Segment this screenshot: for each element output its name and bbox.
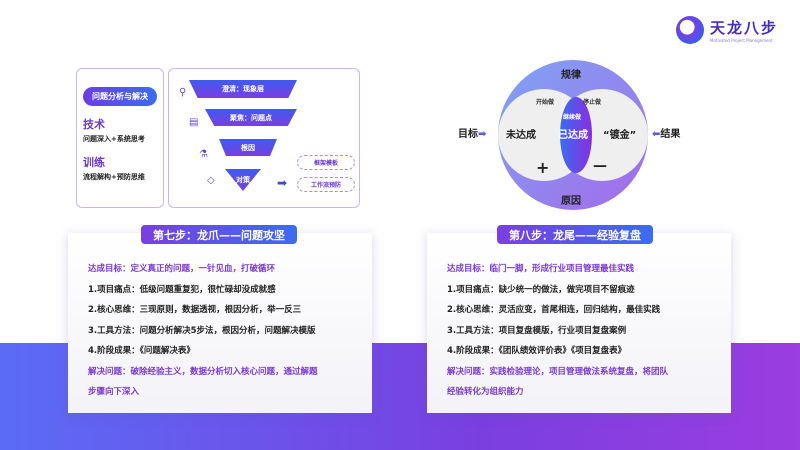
label-stop: 停止做 bbox=[583, 99, 602, 106]
funnel-tier: 对策 bbox=[225, 169, 261, 191]
brand-subtitle: Motivated Project Management bbox=[710, 38, 773, 43]
arrow-right-icon: ➡ bbox=[277, 176, 288, 190]
funnel-tag: 工作流预防 bbox=[297, 177, 355, 192]
card-line: 1.项目痛点：低级问题重复犯，很忙碌却没成就感 bbox=[88, 284, 276, 295]
label-achieved: 已达成 bbox=[558, 130, 588, 141]
funnel-tier: 聚焦：问题点 bbox=[205, 109, 297, 126]
result-text: 结果 bbox=[660, 129, 681, 140]
card-line: 2.核心思维：灵活应变，首尾相连，回归结构，最佳实践 bbox=[447, 305, 661, 315]
step7-title: 第七步：龙爪——问题攻坚 bbox=[141, 225, 297, 244]
step8-card: 达成目标：临门一脚，形成行业项目管理最佳实践 1.项目痛点：缺少统一的做法，做完… bbox=[427, 233, 731, 413]
card-line: 3.工具方法：问题分析解决5步法，根因分析，问题解决模版 bbox=[88, 325, 316, 336]
step8-title: 第八步：龙尾——经验复盘 bbox=[497, 225, 653, 244]
card-line: 达成目标：定义真正的问题，一针见血，打破循环 bbox=[88, 264, 276, 274]
label-gold-plating: “镀金” bbox=[603, 130, 637, 141]
step7-card: 达成目标：定义真正的问题，一针见血，打破循环 1.项目痛点：低级问题重复犯，很忙… bbox=[68, 233, 372, 413]
card-line: 1.项目痛点：缺少统一的做法，做完项目不留痕迹 bbox=[447, 284, 635, 295]
microscope-icon: ⚗ bbox=[199, 149, 208, 160]
training-heading: 训练 bbox=[83, 156, 105, 169]
topic-pill: 问题分析与解决 bbox=[83, 87, 157, 106]
brand-logo: 天龙八步 Motivated Project Management bbox=[676, 16, 778, 44]
label-start: 开始做 bbox=[536, 99, 555, 106]
telescope-icon: ⚲ bbox=[179, 87, 187, 98]
card-line: 步骤向下深入 bbox=[88, 387, 140, 397]
arrow-left-icon: ⬅ bbox=[652, 129, 661, 140]
label-goal: 目标➡ bbox=[458, 125, 486, 140]
funnel-tag: 框架模板 bbox=[297, 155, 355, 170]
brand-name: 天龙八步 bbox=[710, 19, 779, 37]
label-continue: 继续做 bbox=[563, 114, 582, 121]
card-line: 2.核心思维：三现原则，数据透视，根因分析，举一反三 bbox=[88, 305, 302, 315]
skill-desc: 问题深入+系统思考 bbox=[83, 135, 145, 143]
arrow-right-icon: ➡ bbox=[478, 129, 487, 140]
funnel-tier: 澄清：现象层 bbox=[189, 80, 297, 98]
label-top: 规律 bbox=[561, 70, 581, 81]
label-result: ⬅结果 bbox=[652, 125, 680, 140]
card-line: 达成目标：临门一脚，形成行业项目管理最佳实践 bbox=[447, 264, 635, 274]
map-icon: ▤ bbox=[189, 117, 199, 128]
funnel-diagram: 澄清：现象层 聚焦：问题点 根因 对策 ⚲ ▤ ⚗ ◇ ➡ 框架模板 工作流预防 bbox=[168, 68, 360, 208]
card-line: 4.阶段成果：《问题解决表》 bbox=[88, 346, 195, 356]
card-line: 3.工具方法：项目复盘模版，行业项目复盘案例 bbox=[447, 325, 627, 336]
label-bottom: 原因 bbox=[561, 196, 581, 207]
plus-sign: + bbox=[536, 158, 550, 177]
card-line: 4.阶段成果：《团队绩效评价表》《项目复盘表》 bbox=[447, 346, 627, 356]
minus-sign: — bbox=[593, 158, 607, 174]
training-desc: 流程解构+预防思维 bbox=[83, 173, 145, 181]
venn-intersection bbox=[560, 97, 592, 173]
skill-panel: 问题分析与解决 技术 问题深入+系统思考 训练 流程解构+预防思维 bbox=[76, 68, 164, 208]
dragon-logo-icon bbox=[676, 16, 704, 44]
card-line: 解决问题：实践检验理论，项目管理做法系统复盘，将团队 bbox=[447, 366, 669, 377]
funnel-tier: 根因 bbox=[219, 139, 277, 156]
label-not-achieved: 未达成 bbox=[506, 130, 536, 141]
diamond-icon: ◇ bbox=[207, 175, 215, 186]
card-line: 经验转化为组织能力 bbox=[447, 387, 524, 397]
goal-text: 目标 bbox=[458, 129, 478, 140]
venn-diagram: 规律 原因 开始做 停止做 继续做 未达成 已达成 “镀金” + — bbox=[498, 60, 648, 210]
card-line: 解决问题：破除经验主义，数据分析切入核心问题，通过解题 bbox=[88, 366, 318, 377]
skill-heading: 技术 bbox=[83, 118, 105, 131]
